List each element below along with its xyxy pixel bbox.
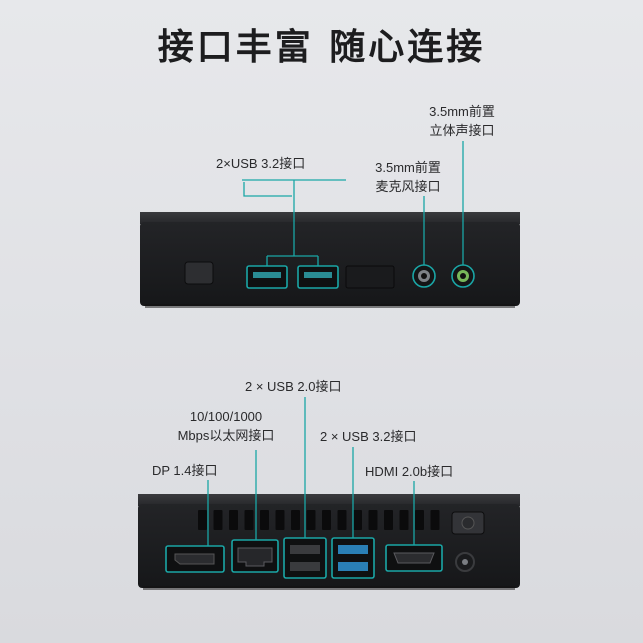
- rear-callout-lines: [207, 397, 415, 546]
- rear-ethernet-label: 10/100/1000 Mbps以太网接口: [158, 407, 294, 445]
- rear-ethernet-label-line2: Mbps以太网接口: [177, 428, 275, 443]
- front-audio-label: 3.5mm前置 立体声接口: [410, 102, 514, 140]
- rear-device: [138, 397, 520, 590]
- front-card-slot: [345, 265, 395, 289]
- front-mic-label-line2: 麦克风接口: [375, 179, 441, 194]
- vent-slot: [229, 510, 238, 530]
- vent-slot: [291, 510, 300, 530]
- rear-vent-slots: [198, 510, 440, 530]
- rear-hdmi-label: HDMI 2.0b接口: [365, 464, 454, 479]
- rear-dp-label: DP 1.4接口: [152, 463, 218, 478]
- rear-usb20-label: 2 × USB 2.0接口: [245, 379, 342, 394]
- vent-slot: [415, 510, 424, 530]
- rear-dp-port: [165, 545, 225, 573]
- vent-slot: [198, 510, 207, 530]
- rear-ethernet-label-line1: 10/100/1000: [189, 409, 263, 424]
- rear-usb32-ports: [331, 537, 375, 579]
- vent-slot: [275, 510, 285, 530]
- front-device-bottom-shadow: [145, 304, 515, 308]
- vent-slot: [260, 510, 269, 530]
- front-audio-label-line1: 3.5mm前置: [429, 104, 495, 119]
- vent-slot: [213, 510, 223, 530]
- vent-slot: [244, 510, 254, 530]
- rear-dc-jack: [455, 552, 475, 572]
- front-device-top-edge: [140, 212, 520, 224]
- front-power-button: [184, 261, 214, 285]
- front-audio-jack: [451, 264, 475, 288]
- page-title: 接口丰富 随心连接: [157, 27, 486, 68]
- rear-usb32-label: 2 × USB 3.2接口: [320, 429, 417, 444]
- front-usb32-label: 2×USB 3.2接口: [216, 156, 306, 171]
- vent-slot: [384, 510, 393, 530]
- vent-slot: [337, 510, 347, 530]
- front-mic-jack: [412, 264, 436, 288]
- front-device: [140, 141, 520, 308]
- front-mic-label: 3.5mm前置 麦克风接口: [356, 158, 460, 196]
- vent-slot: [322, 510, 331, 530]
- front-mic-label-line1: 3.5mm前置: [375, 160, 441, 175]
- front-callout-lines: [242, 141, 464, 266]
- rear-usb20-ports: [283, 537, 327, 579]
- vent-slot: [368, 510, 378, 530]
- vent-slot: [430, 510, 440, 530]
- vent-slot: [353, 510, 362, 530]
- vent-slot: [399, 510, 409, 530]
- vent-slot: [306, 510, 316, 530]
- front-audio-label-line2: 立体声接口: [429, 123, 495, 138]
- rear-ethernet-port: [231, 539, 279, 573]
- rear-hdmi-port: [385, 544, 443, 572]
- rear-device-top-edge: [138, 494, 520, 506]
